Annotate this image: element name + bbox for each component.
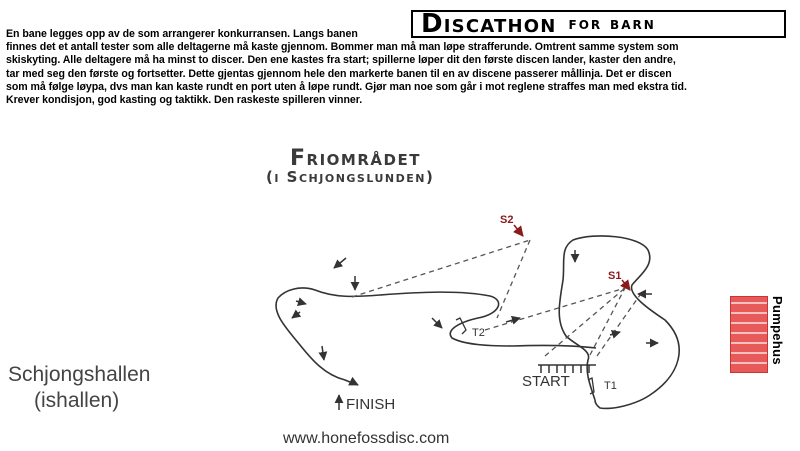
area-subtitle: (i Schjongslunden) [266,168,435,186]
s2-label: S2 [500,214,514,226]
ice-hall-label: Schjongshallen (ishallen) [8,362,188,414]
pumphouse-label: Pumpehus [770,296,785,365]
intro-line: En bane legges opp av de som arrangerer … [6,28,358,40]
direction-arrows [291,250,659,361]
ice-hall-sub: (ishallen) [34,389,120,412]
s1-label: S1 [608,270,622,282]
intro-line: som må følge løypa, dvs man kan kaste ru… [6,80,687,93]
penalty-lines [351,239,641,357]
t1-gate [587,377,595,395]
pumphouse-brick-icon [730,296,768,373]
ice-hall-name: Schjongshallen [8,363,151,386]
t2-gate [455,317,467,335]
title-box: Discathon for barn [411,10,786,38]
intro-text: En bane legges opp av de som arrangerer … [6,28,796,107]
website-link[interactable]: www.honefossdisc.com [283,430,450,447]
course-path-right [558,235,680,410]
intro-line: skiskyting. Alle deltagere må ha minst t… [6,54,676,67]
start-label: START [522,373,570,390]
intro-line: finnes det et antall tester som alle del… [6,41,679,54]
area-title: Friområdet [290,146,421,171]
intro-line: tar med seg den første og fortsetter. De… [6,67,672,80]
s1-marker [619,279,631,291]
t1-label: T1 [604,380,617,392]
s2-marker [512,224,524,237]
intro-line: Krever kondisjon, god kasting og taktikk… [6,94,363,107]
finish-label: FINISH [346,396,396,413]
course-path-left [275,287,597,386]
page-title: Discathon [421,9,557,39]
t2-label: T2 [472,327,485,339]
start-line [538,364,596,373]
page-title-suffix: for barn [568,14,656,34]
